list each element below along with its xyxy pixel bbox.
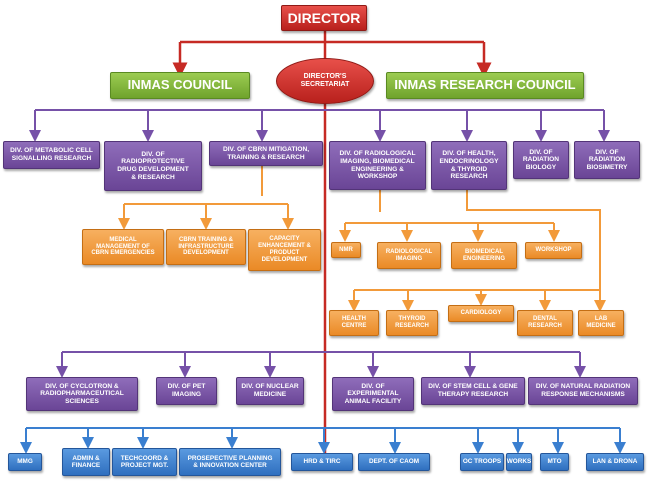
division-health-endocrinology: DIV. OF HEALTH, ENDOCRINOLOGY & THYROID … bbox=[431, 141, 507, 190]
imaging-unit-biomedical: BIOMEDICAL ENGINEERING bbox=[451, 242, 517, 269]
health-unit-thyroid: THYROID RESEARCH bbox=[386, 310, 438, 336]
support-unit-oc-troops: OC TROOPS bbox=[460, 453, 504, 471]
support-unit-techcoord: TECHCOORD & PROJECT MGT. bbox=[112, 448, 177, 476]
division-radiation-biosimetry: DIV. OF RADIATION BIOSIMETRY bbox=[574, 141, 640, 179]
division-nuclear-medicine: DIV. OF NUCLEAR MEDICINE bbox=[236, 377, 304, 405]
division-metabolic-cell: DIV. OF METABOLIC CELL SIGNALLING RESEAR… bbox=[3, 141, 100, 169]
support-unit-mmg: MMG bbox=[8, 453, 42, 471]
imaging-unit-workshop: WORKSHOP bbox=[525, 242, 582, 259]
health-unit-lab-medicine: LAB MEDICINE bbox=[578, 310, 624, 336]
research-council-box: INMAS RESEARCH COUNCIL bbox=[386, 72, 584, 99]
support-unit-works: WORKS bbox=[506, 453, 532, 471]
inmas-council-box: INMAS COUNCIL bbox=[110, 72, 250, 99]
support-unit-caom: DEPT. OF CAOM bbox=[358, 453, 430, 471]
support-unit-admin-finance: ADMIN & FINANCE bbox=[62, 448, 110, 476]
division-radiological-imaging: DIV. OF RADIOLOGICAL IMAGING, BIOMEDICAL… bbox=[329, 141, 426, 190]
health-unit-cardiology: CARDIOLOGY bbox=[448, 305, 514, 322]
division-radioprotective: DIV. OF RADIOPROTECTIVE DRUG DEVELOPMENT… bbox=[104, 141, 202, 191]
division-cbrn: DIV. OF CBRN MITIGATION, TRAINING & RESE… bbox=[209, 141, 323, 166]
division-stem-cell: DIV. OF STEM CELL & GENE THERAPY RESEARC… bbox=[421, 377, 525, 405]
secretariat-ellipse: DIRECTOR'S SECRETARIAT bbox=[276, 58, 374, 104]
support-unit-hrd-tirc: HRD & TIRC bbox=[291, 453, 353, 471]
support-unit-lan-drona: LAN & DRONA bbox=[586, 453, 644, 471]
support-unit-planning: PROSEPECTIVE PLANNING & INNOVATION CENTE… bbox=[179, 448, 281, 476]
imaging-unit-nmr: NMR bbox=[331, 242, 361, 258]
director-box: DIRECTOR bbox=[281, 5, 367, 31]
cbrn-unit-capacity: CAPACITY ENHANCEMENT & PRODUCT DEVELOPME… bbox=[248, 229, 321, 271]
cbrn-unit-training: CBRN TRAINING & INFRASTRUCTURE DEVELOPME… bbox=[166, 229, 246, 265]
division-cyclotron: DIV. OF CYCLOTRON & RADIOPHARMACEUTICAL … bbox=[26, 377, 138, 411]
health-unit-health-centre: HEALTH CENTRE bbox=[329, 310, 379, 336]
health-unit-dental: DENTAL RESEARCH bbox=[517, 310, 573, 336]
imaging-unit-radiological: RADIOLOGICAL IMAGING bbox=[377, 242, 441, 269]
division-natural-radiation: DIV. OF NATURAL RADIATION RESPONSE MECHA… bbox=[528, 377, 638, 405]
division-radiation-biology: DIV. OF RADIATION BIOLOGY bbox=[513, 141, 569, 179]
support-unit-mto: MTO bbox=[540, 453, 569, 471]
division-experimental-animal: DIV. OF EXPERIMENTAL ANIMAL FACILITY bbox=[332, 377, 414, 411]
cbrn-unit-medical-management: MEDICAL MANAGEMENT OF CBRN EMERGENCIES bbox=[82, 229, 164, 265]
division-pet-imaging: DIV. OF PET IMAGING bbox=[156, 377, 217, 405]
